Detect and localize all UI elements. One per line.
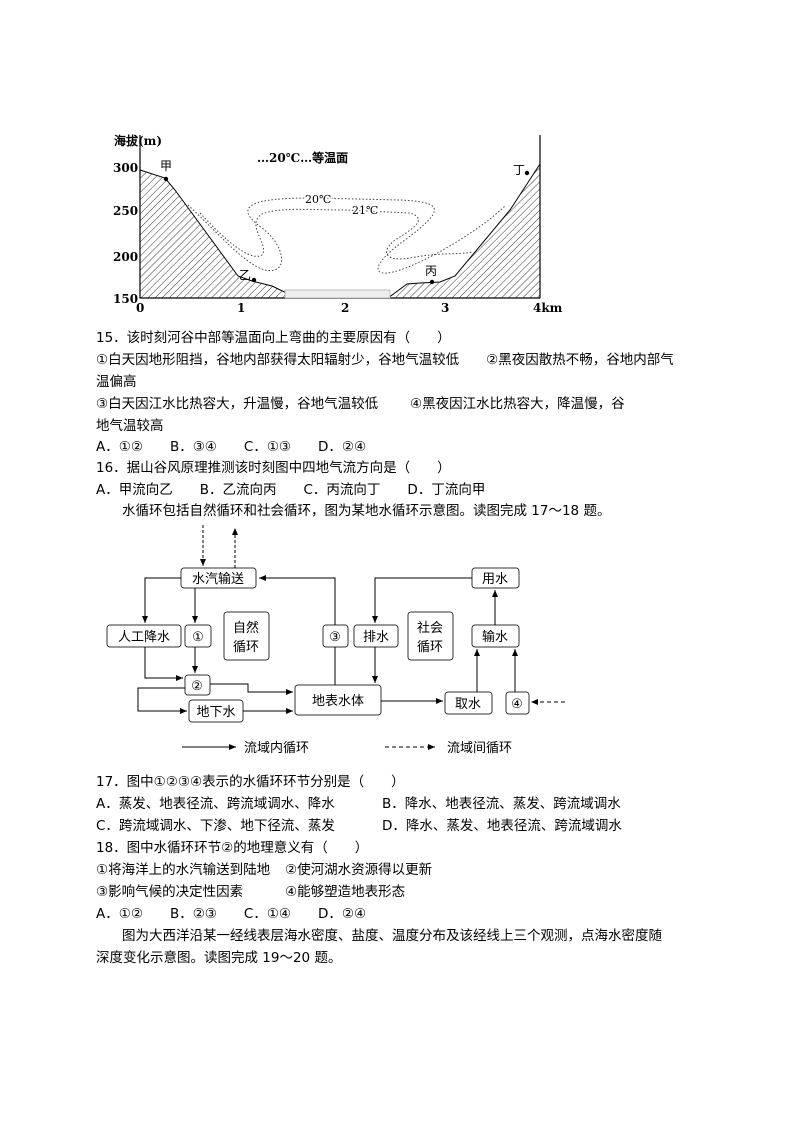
q18-statement: ①将海洋上的水汽输送到陆地 <box>96 862 271 878</box>
point-bing: 丙 <box>425 264 437 278</box>
q16-options[interactable]: A．甲流向乙 B．乙流向丙 C．丙流向丁 D．丁流向甲 <box>96 482 486 498</box>
q18-options[interactable]: A．①② B．②③ C．①④ D．②④ <box>96 906 367 922</box>
box-2: ② <box>191 679 203 694</box>
valley-temperature-figure: 海拔(m) 300 250 200 150 0 1 2 3 4km …20℃…等… <box>113 133 563 315</box>
label-natural: 自然 <box>233 620 259 636</box>
q15-statement: ③白天因江水比热容大，升温慢，谷地气温较低 <box>96 396 379 412</box>
x-tick: 2 <box>341 301 349 315</box>
y-axis-title: 海拔(m) <box>114 133 162 148</box>
intro-19-20: 图为大西洋沿某一经线表层海水密度、盐度、温度分布及该经线上三个观测，点海水密度随 <box>122 928 662 944</box>
q17-option-b[interactable]: B．降水、地表径流、蒸发、跨流域调水 <box>382 796 621 812</box>
x-tick: 1 <box>237 301 245 315</box>
q16-stem: 16．据山谷风原理推测该时刻图中四地气流方向是（ ） <box>96 460 451 476</box>
label-social: 社会 <box>417 620 443 636</box>
box-1: ① <box>192 630 204 645</box>
river <box>284 289 391 299</box>
y-tick: 200 <box>113 250 138 264</box>
x-tick: 3 <box>441 301 449 315</box>
q18-statement: ④能够塑造地表形态 <box>285 884 406 900</box>
right-slope <box>386 162 541 299</box>
isotherm-21 <box>199 208 473 260</box>
legend-solid: 流域内循环 <box>244 740 309 756</box>
box-4: ④ <box>511 697 523 712</box>
isotherm-label-21: 21℃ <box>352 204 378 217</box>
box-groundwater: 地下水 <box>196 705 235 720</box>
y-tick: 150 <box>113 292 138 306</box>
x-tick: 0 <box>136 301 144 315</box>
box-artificial-rain: 人工降水 <box>118 630 170 645</box>
label-social: 循环 <box>417 640 443 655</box>
q15-statement: 地气温较高 <box>96 418 164 434</box>
y-tick: 300 <box>113 161 138 175</box>
box-water-transport: 输水 <box>482 629 508 645</box>
legend-dashed: 流域间循环 <box>447 741 512 756</box>
q18-statement: ③影响气候的决定性因素 <box>96 884 244 900</box>
q17-option-d[interactable]: D．降水、蒸发、地表径流、跨流域调水 <box>382 818 622 834</box>
q17-option-c[interactable]: C．跨流域调水、下渗、地下径流、蒸发 <box>96 818 335 834</box>
q17-stem: 17．图中①②③④表示的水循环环节分别是（ ） <box>96 774 405 790</box>
point-yi: 乙 <box>239 268 251 282</box>
q18-stem: 18．图中水循环环节②的地理意义有（ ） <box>96 840 369 856</box>
box-water-intake: 取水 <box>455 697 481 712</box>
box-drain: 排水 <box>363 630 389 645</box>
intro-17-18: 水循环包括自然循环和社会循环，图为某地水循环示意图。读图完成 17～18 题。 <box>122 503 611 519</box>
q17-option-a[interactable]: A．蒸发、地表径流、跨流域调水、降水 <box>96 796 335 812</box>
label-natural: 循环 <box>233 640 259 655</box>
box-water-use: 用水 <box>482 572 508 587</box>
box-3: ③ <box>329 630 341 645</box>
q15-statement: 温偏高 <box>96 374 137 390</box>
q15-options[interactable]: A．①② B．③④ C．①③ D．②④ <box>96 439 367 455</box>
isotherm-label-20: 20℃ <box>305 193 331 206</box>
q15-statement: ①白天因地形阻挡，谷地内部获得太阳辐射少，谷地气温较低 ②黑夜因散热不畅，谷地内… <box>96 352 674 368</box>
left-slope <box>139 169 298 299</box>
point-jia: 甲 <box>160 159 172 173</box>
point-ding: 丁 <box>513 163 525 177</box>
q18-statement: ②使河湖水资源得以更新 <box>285 862 433 878</box>
box-vapor-transport: 水汽输送 <box>192 571 244 587</box>
isotherm-20 <box>187 197 506 274</box>
box-surface-water: 地表水体 <box>312 694 364 709</box>
water-cycle-diagram: 水汽输送 人工降水 ① 自然 循环 ③ 排水 社会 循环 用水 输水 ② 地下水… <box>106 525 565 756</box>
x-tick: 4km <box>533 301 563 315</box>
y-tick: 250 <box>113 204 138 218</box>
intro-19-20: 深度变化示意图。读图完成 19～20 题。 <box>96 950 342 966</box>
legend: …20℃…等温面 <box>257 150 348 165</box>
q15-stem: 15．该时刻河谷中部等温面向上弯曲的主要原因有（ ） <box>96 330 451 346</box>
q15-statement: ④黑夜因江水比热容大，降温慢，谷 <box>410 396 625 412</box>
